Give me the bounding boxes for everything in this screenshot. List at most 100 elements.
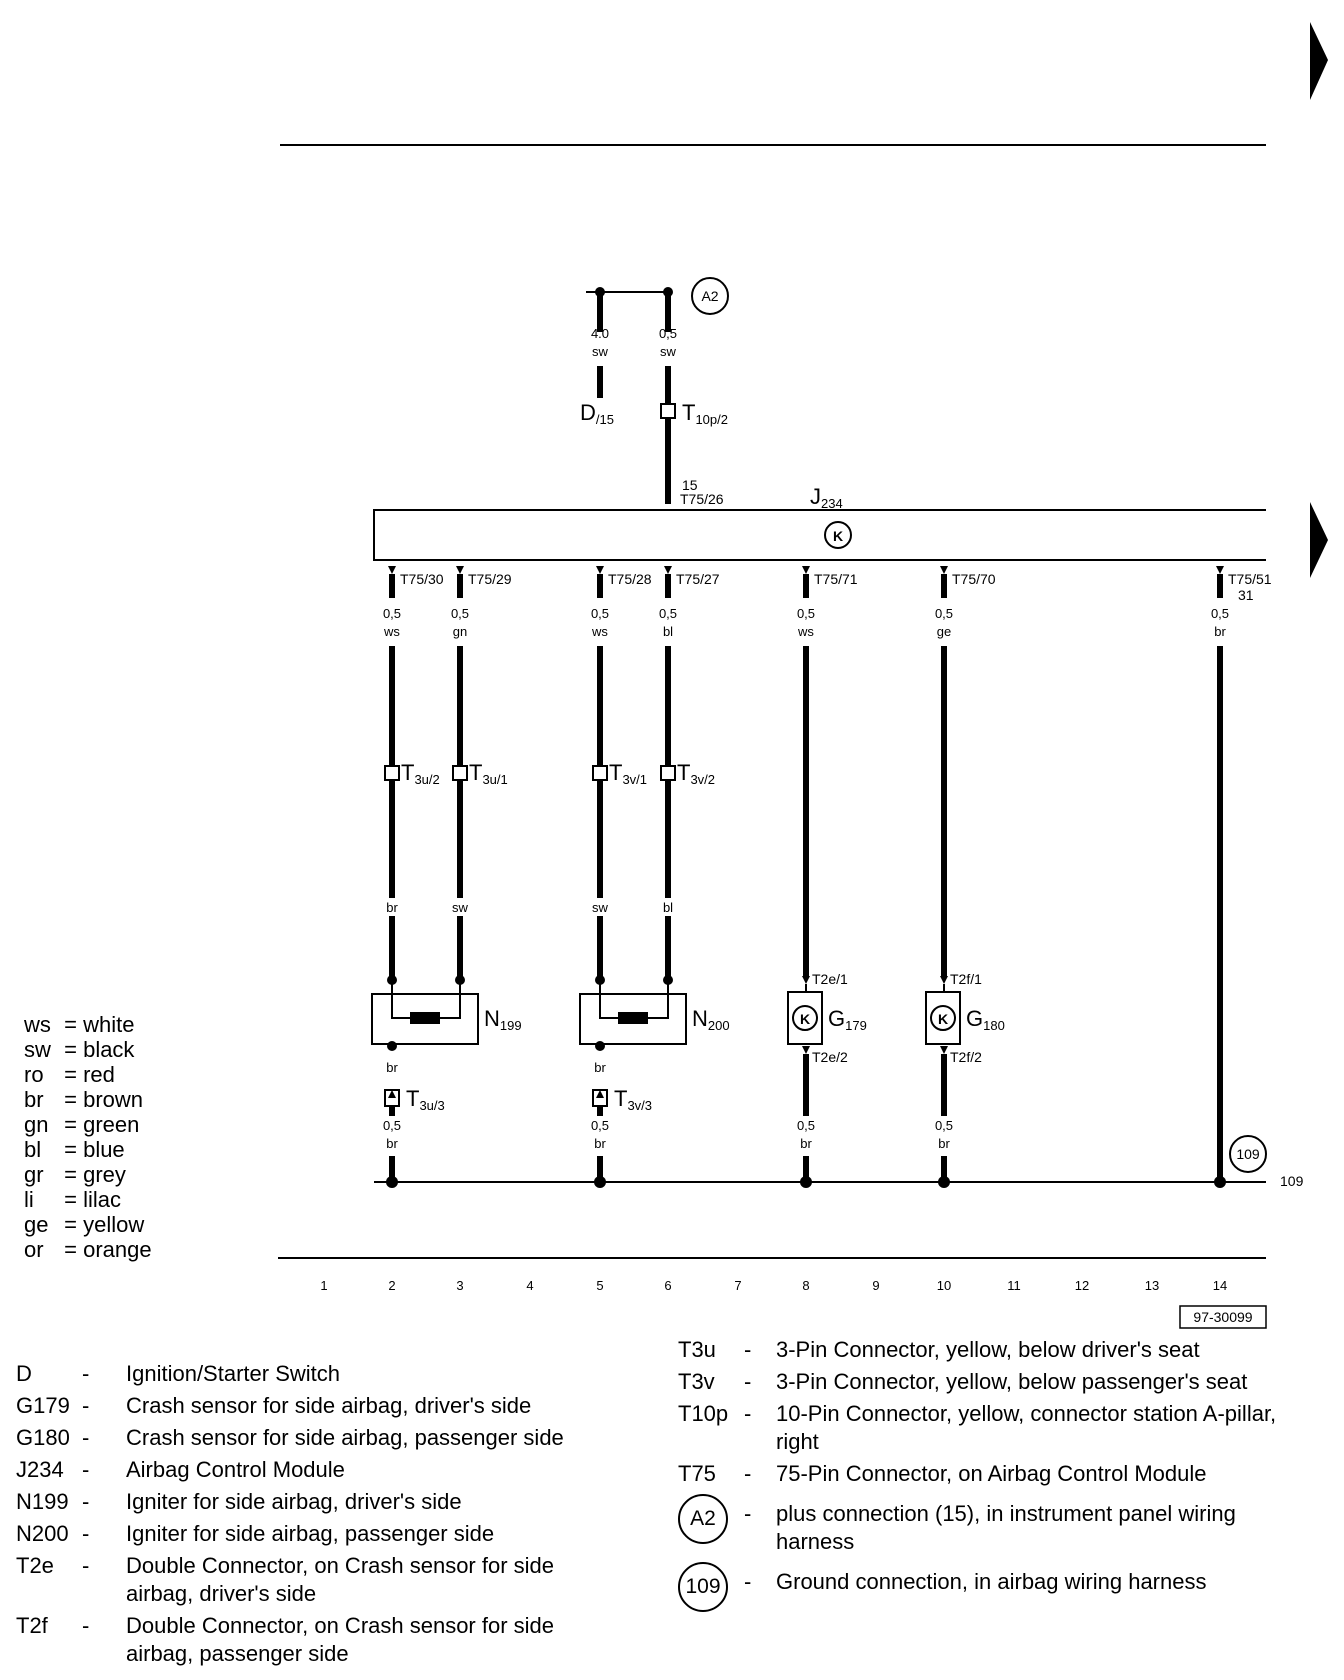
module-pin-t75-71: T75/710,5ws [797,566,858,992]
legend-code: D [16,1361,32,1386]
column-number: 14 [1213,1278,1227,1293]
svg-text:T2e/2: T2e/2 [812,1049,848,1065]
svg-text:0,5: 0,5 [935,1118,953,1133]
svg-text:31: 31 [1238,587,1254,603]
svg-text:T3u/2: T3u/2 [401,760,440,787]
legend-desc: 75-Pin Connector, on Airbag Control Modu… [776,1461,1207,1486]
svg-text:4.0: 4.0 [591,326,609,341]
connector-box [592,765,608,781]
svg-text:br: br [800,1136,812,1151]
svg-text:br: br [386,1060,398,1075]
svg-text:G180: G180 [966,1006,1005,1033]
legend-code: T3u [678,1337,716,1362]
svg-text:sw: sw [592,900,609,915]
svg-text:T2e/1: T2e/1 [812,971,848,987]
color-key-row: ro = red [24,1062,115,1087]
svg-text:br: br [938,1136,950,1151]
legend-desc: Double Connector, on Crash sensor for si… [126,1613,555,1666]
legend-code: T75 [678,1461,716,1486]
connector-t10p [660,403,676,419]
column-number: 2 [388,1278,395,1293]
column-number: 7 [734,1278,741,1293]
color-key-row: br = brown [24,1087,143,1112]
legend-code: T10p [678,1401,729,1426]
svg-text:T75/71: T75/71 [814,571,858,587]
svg-text:T3v/3: T3v/3 [614,1086,652,1113]
column-number: 3 [456,1278,463,1293]
color-name: white [83,1012,135,1037]
legend-desc: Ground connection, in airbag wiring harn… [776,1569,1207,1594]
svg-text:bl: bl [663,900,673,915]
svg-text:ws: ws [797,624,814,639]
svg-text:0,5: 0,5 [659,326,677,341]
color-code: ro [24,1062,44,1087]
svg-text:0,5: 0,5 [591,1118,609,1133]
legend-desc: Igniter for side airbag, passenger side [126,1521,495,1546]
color-name: lilac [83,1187,121,1212]
column-number: 1 [320,1278,327,1293]
legend-code: T2e [16,1553,54,1578]
svg-text:T75/27: T75/27 [676,571,720,587]
legend-code: N199 [16,1489,69,1514]
color-key-row: gn = green [24,1112,140,1137]
legend-symbol-item: A2-plus connection (15), in instrument p… [678,1494,1318,1556]
continue-arrow-mid[interactable] [1310,502,1328,578]
column-number: 6 [664,1278,671,1293]
legend-item: T2f-Double Connector, on Crash sensor fo… [16,1612,616,1668]
color-name: orange [83,1237,152,1262]
column-number: 5 [596,1278,603,1293]
svg-text:ge: ge [937,624,951,639]
color-key-row: or = orange [24,1237,152,1262]
ground-wire-4: 0,5 br [935,1046,953,1188]
legend-code: T3v [678,1369,715,1394]
svg-text:br: br [594,1136,606,1151]
color-name: yellow [83,1212,145,1237]
color-code: ws [24,1012,51,1037]
legend-desc: Igniter for side airbag, driver's side [126,1489,462,1514]
svg-text:ws: ws [591,624,608,639]
connection-symbol: 109 [678,1562,728,1612]
color-code: bl [24,1137,42,1162]
svg-text:K: K [800,1011,810,1027]
legend-code: J234 [16,1457,64,1482]
color-name: brown [83,1087,143,1112]
svg-text:T75/30: T75/30 [400,571,444,587]
color-name: blue [83,1137,125,1162]
connector-box [384,765,400,781]
connection-symbol: A2 [678,1494,728,1544]
continue-arrow-top[interactable] [1310,22,1328,100]
svg-text:97-30099: 97-30099 [1193,1309,1252,1325]
column-number: 11 [1007,1278,1021,1293]
legend-item: T3v-3-Pin Connector, yellow, below passe… [678,1368,1318,1396]
svg-text:T3v/1: T3v/1 [609,760,647,787]
svg-text:0,5: 0,5 [797,1118,815,1133]
svg-text:gn: gn [453,624,467,639]
color-key-row: li = lilac [24,1187,121,1212]
color-name: green [83,1112,140,1137]
module-pin-t75-70: T75/700,5ge [935,566,996,992]
k-symbol [824,521,852,549]
svg-text:ws: ws [383,624,400,639]
svg-text:br: br [1214,624,1226,639]
legend-item: G179-Crash sensor for side airbag, drive… [16,1392,616,1420]
color-name: grey [83,1162,126,1187]
svg-text:T3v/2: T3v/2 [677,760,715,787]
legend-desc: Crash sensor for side airbag, passenger … [126,1425,564,1450]
legend-item: T75-75-Pin Connector, on Airbag Control … [678,1460,1318,1488]
svg-text:bl: bl [663,624,673,639]
legend-desc: Ignition/Starter Switch [126,1361,340,1386]
svg-text:A2: A2 [701,288,718,304]
svg-text:N200: N200 [692,1006,730,1033]
legend-desc: Crash sensor for side airbag, driver's s… [126,1393,532,1418]
svg-text:T3u/3: T3u/3 [406,1086,445,1113]
legend-item: J234-Airbag Control Module [16,1456,616,1484]
color-code: ge [24,1212,49,1237]
legend-code: N200 [16,1521,69,1546]
svg-text:T75/70: T75/70 [952,571,996,587]
color-code: gn [24,1112,49,1137]
